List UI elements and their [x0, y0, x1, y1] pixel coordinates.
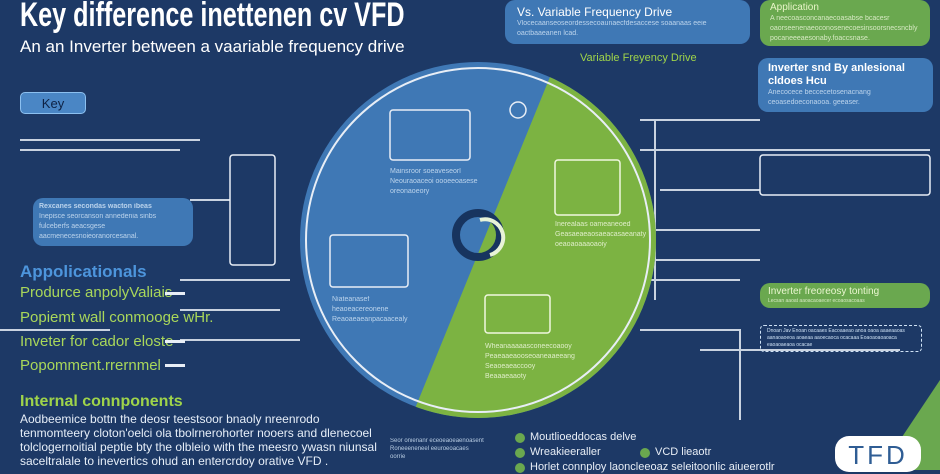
- divider: [165, 364, 185, 367]
- bullet-label: Wreakieeraller: [530, 446, 601, 458]
- divider: [165, 292, 185, 295]
- application-item: Produrce anpolyValiais: [20, 284, 173, 301]
- application-item: Inveter for cador eloste: [20, 333, 174, 350]
- circle-blue-text-1: Mainsroor soeaveseorl Neouraoaceoi oooee…: [390, 168, 478, 195]
- internal-components-body: Aodbeemice bottn the deosr teestsoor bna…: [20, 412, 377, 468]
- tfd-logo: TFD: [835, 436, 921, 472]
- bottom-note: Seor onienanr eceoeaoeaenoasent Roneeene…: [390, 438, 484, 460]
- bullet-item: Moutlioeddocas delve: [515, 431, 636, 444]
- bullet-label: VCD lieaotr: [655, 446, 712, 458]
- vfd-card-title: Vs. Variable Frequency Drive: [517, 5, 673, 19]
- application-card: Application A neecoasconcanaecoasabse bc…: [760, 0, 930, 46]
- check-icon: [515, 432, 525, 443]
- frequency-card-title: Inverter freoreosy tonting: [768, 286, 880, 297]
- divider: [165, 340, 185, 343]
- check-icon: [640, 447, 650, 458]
- component-schematics: [229, 101, 931, 334]
- key-button[interactable]: Key: [20, 92, 86, 114]
- vfd-label: Variable Freyency Drive: [580, 52, 697, 64]
- bullet-label: Moutlioeddocas delve: [530, 431, 637, 443]
- application-item: Popiemt wall conmooge wHr.: [20, 309, 214, 326]
- inverter-card-title: Inverter snd By anlesional cldoes Hcu: [768, 62, 905, 87]
- main-circle: [300, 62, 656, 418]
- bullet-item: Horlet connploy laoncleeoaz seleitoonlic…: [515, 461, 775, 474]
- check-icon: [515, 447, 525, 458]
- circle-blue-text-2: Niateanasef heaoeacereonene Reaoaeaeanpa…: [332, 296, 408, 323]
- application-card-title: Application: [770, 2, 819, 13]
- page-subtitle: An an Inverter between a vaariable frequ…: [20, 37, 405, 56]
- check-icon: [515, 462, 525, 473]
- inverter-card-body: Anecocece beccecetosenacnang ceoasedoeco…: [768, 89, 871, 106]
- application-item: Popomment.rrernmel: [20, 357, 161, 374]
- inverter-card: Inverter snd By anlesional cldoes Hcu An…: [758, 58, 933, 112]
- frequency-note: Dnoan Jav Enoan oacaaes Eacoaaeao anoa o…: [760, 325, 922, 352]
- bullet-label: Horlet connploy laoncleeoaz seleitoonlic…: [530, 461, 775, 473]
- vfd-card: Vs. Variable Frequency Drive Vlocecaanse…: [505, 0, 750, 44]
- applications-title: Appolicationals: [20, 262, 147, 281]
- vfd-card-body: Vlocecaanseoseordessecoaunaecfdesaccese …: [517, 20, 707, 37]
- frequency-card-body: Lecsan aaoat aaoacaoaecer ecoaosacoaas: [768, 298, 865, 304]
- application-card-body: A neecoasconcanaecoasabse bcacesr oaorse…: [770, 15, 918, 42]
- circuit-lines: [0, 119, 930, 420]
- internal-components-title: Internal connponents: [20, 393, 183, 410]
- bullet-item: VCD lieaotr: [640, 446, 711, 459]
- left-card-heading: Rexcanes secondas wacton ibeas: [39, 203, 152, 210]
- circle-green-text-2: Wheanaaaaasconeecoaooy Peaeaaeaooseoanea…: [485, 343, 575, 380]
- left-info-card: Rexcanes secondas wacton ibeas Inepisce …: [33, 198, 193, 246]
- page-title: Key difference inettenen cv VFD: [20, 0, 405, 34]
- circle-green-text-1: Inerealaas oameaneoed Geasaeaeaosaeacasa…: [555, 221, 647, 248]
- bullet-item: Wreakieeraller: [515, 446, 601, 459]
- left-card-body: Inepisce seorcanson annedenia sinbs fulc…: [39, 213, 157, 240]
- frequency-card: Inverter freoreosy tonting Lecsan aaoat …: [760, 283, 930, 308]
